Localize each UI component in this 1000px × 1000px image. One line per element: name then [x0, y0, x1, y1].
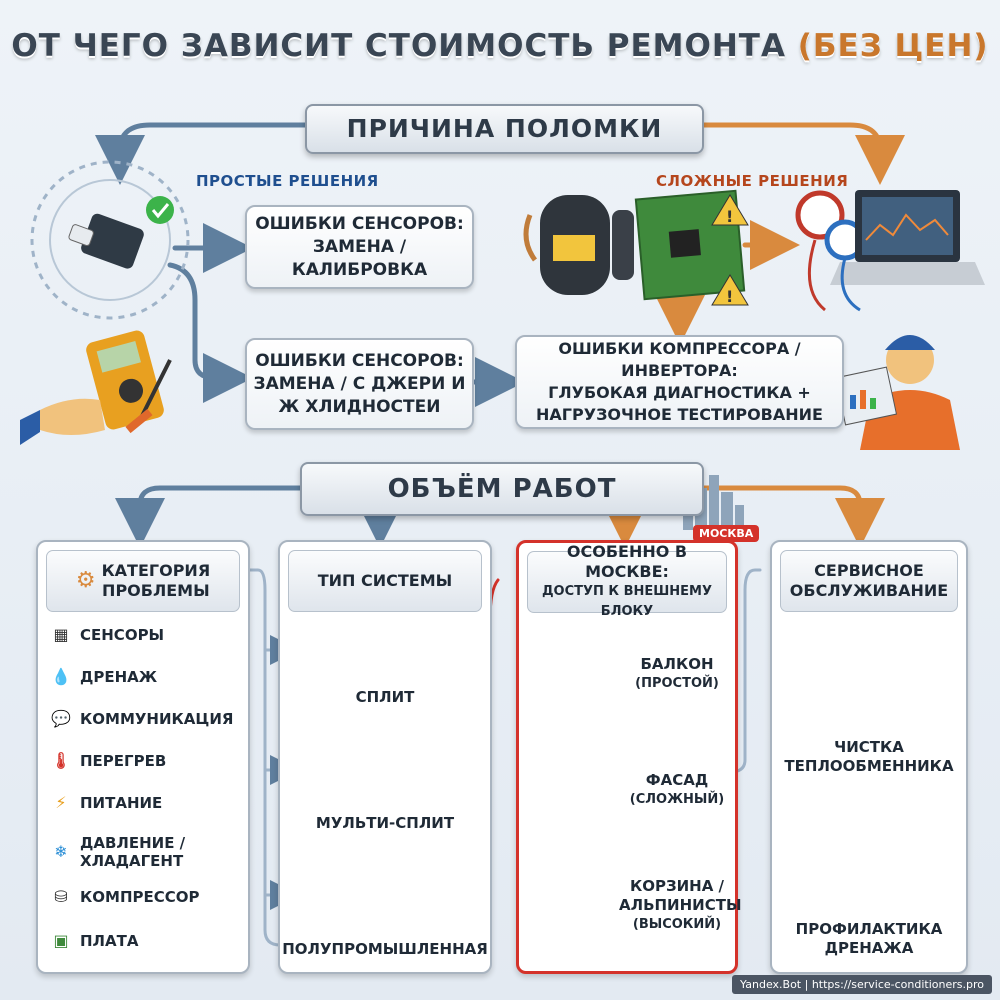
- water-drop-icon: 💧: [51, 667, 71, 686]
- gear-warning-icon: ⚙: [75, 568, 96, 593]
- board-icon: ▣: [53, 931, 69, 950]
- compressor-icon: ⛁: [54, 887, 68, 906]
- arrow-to-col4: [697, 485, 885, 548]
- sensor-errors-box-1: ОШИБКИ СЕНСОРОВ: ЗАМЕНА / КАЛИБРОВКА: [245, 205, 474, 289]
- page-title: ОТ ЧЕГО ЗАВИСИТ СТОИМОСТЬ РЕМОНТА (БЕЗ Ц…: [0, 28, 1000, 64]
- svg-text:!: !: [726, 287, 733, 306]
- box3-line3: НАГРУЗОЧНОЕ ТЕСТИРОВАНИЕ: [536, 405, 823, 424]
- multimeter-illustration: [20, 330, 172, 445]
- drain-maintenance-label: ПРОФИЛАКТИКА ДРЕНАЖА: [795, 920, 943, 957]
- footer-credit: Yandex.Bot | https://service-conditioner…: [732, 975, 992, 994]
- arrow-to-box2: [167, 262, 253, 403]
- arrow-to-complex: [697, 122, 905, 185]
- top-connectors: [95, 122, 905, 407]
- category-item-power: ⚡ ПИТАНИЕ: [50, 788, 162, 818]
- column-outdoor-access: ОСОБЕННО В МОСКВЕ: ДОСТУП К ВНЕШНЕМУ БЛО…: [516, 540, 742, 974]
- box1-line2: ЗАМЕНА / КАЛИБРОВКА: [291, 236, 428, 280]
- box2-line3: Ж ХЛИДНОСТЕИ: [278, 396, 441, 417]
- col3-head-line1: ОСОБЕННО В МОСКВЕ:: [566, 542, 688, 581]
- simple-solutions-label: ПРОСТЫЕ РЕШЕНИЯ: [196, 172, 379, 190]
- chat-icon: 💬: [51, 709, 71, 728]
- section-scope-title: ОБЪЁМ РАБОТ: [300, 462, 704, 516]
- basket-label: КОРЗИНА / АЛЬПИНИСТЫ (ВЫСОКИЙ): [619, 877, 742, 932]
- category-item-communication: 💬 КОММУНИКАЦИЯ: [51, 709, 234, 729]
- arrow-to-col1: [115, 485, 303, 548]
- compressor-illustration: [523, 195, 634, 295]
- category-item-compressor: ⛁ КОМПРЕССОР: [50, 882, 199, 912]
- col2-header: ТИП СИСТЕМЫ: [288, 550, 482, 612]
- col1-header: ⚙ КАТЕГОРИЯ ПРОБЛЕМЫ: [46, 550, 240, 612]
- thermometer-icon: 🌡: [50, 751, 72, 770]
- sensor-illustration: [30, 160, 190, 320]
- compressor-errors-box: ОШИБКИ КОМПРЕССОРА / ИНВЕРТОРА: ГЛУБОКАЯ…: [515, 335, 844, 429]
- board-illustration: ! !: [634, 189, 749, 306]
- chip-icon: ▦: [53, 625, 69, 644]
- split-label: СПЛИТ: [355, 688, 415, 706]
- sensor-errors-box-2: ОШИБКИ СЕНСОРОВ: ЗАМЕНА / С ДЖЕРИ И Ж ХЛ…: [245, 338, 474, 430]
- col1-head-line1: КАТЕГОРИЯ: [101, 561, 211, 580]
- col3-head-line2: ДОСТУП К ВНЕШНЕМУ БЛОКУ: [541, 584, 713, 619]
- heat-exchanger-cleaning-label: ЧИСТКА ТЕПЛООБМЕННИКА: [784, 738, 954, 775]
- snowflake-thermometer-icon: ❄: [54, 842, 68, 861]
- category-item-board: ▣ ПЛАТА: [50, 926, 138, 956]
- column-service: СЕРВИСНОЕ ОБСЛУЖИВАНИЕ ЧИСТКА ТЕПЛООБМЕН…: [770, 540, 968, 974]
- col4-head-line1: СЕРВИСНОЕ: [814, 561, 924, 580]
- box3-line1: ОШИБКИ КОМПРЕССОРА / ИНВЕРТОРА:: [558, 339, 801, 380]
- column-problem-category: ⚙ КАТЕГОРИЯ ПРОБЛЕМЫ ▦ СЕНСОРЫ 💧 ДРЕНАЖ …: [36, 540, 250, 974]
- box1-line1: ОШИБКИ СЕНСОРОВ:: [255, 213, 464, 234]
- box2-line2: ЗАМЕНА / С ДЖЕРИ И: [253, 373, 466, 394]
- complex-solutions-label: СЛОЖНЫЕ РЕШЕНИЯ: [656, 172, 849, 190]
- column-system-type: ТИП СИСТЕМЫ СПЛИТ МУЛЬТИ-СПЛИТ ПОЛУПРОМЫ…: [278, 540, 492, 974]
- col4-head-line2: ОБСЛУЖИВАНИЕ: [789, 581, 949, 600]
- facade-label: ФАСАД (СЛОЖНЫЙ): [629, 771, 725, 807]
- category-item-sensors: ▦ СЕНСОРЫ: [50, 620, 164, 650]
- svg-text:!: !: [726, 207, 733, 226]
- moscow-badge: МОСКВА: [693, 525, 760, 542]
- arrow-to-simple: [95, 122, 308, 185]
- title-accent: (БЕЗ ЦЕН): [797, 28, 989, 64]
- balcony-label: БАЛКОН (ПРОСТОЙ): [635, 655, 719, 691]
- col3-header: ОСОБЕННО В МОСКВЕ: ДОСТУП К ВНЕШНЕМУ БЛО…: [527, 542, 727, 619]
- col1-head-line2: ПРОБЛЕМЫ: [102, 581, 210, 600]
- col4-header: СЕРВИСНОЕ ОБСЛУЖИВАНИЕ: [780, 550, 958, 612]
- category-item-drainage: 💧 ДРЕНАЖ: [51, 667, 158, 687]
- multi-split-label: МУЛЬТИ-СПЛИТ: [315, 814, 455, 832]
- gauges-laptop-illustration: [795, 190, 985, 312]
- lightning-icon: ⚡: [55, 793, 67, 812]
- box2-line1: ОШИБКИ СЕНСОРОВ:: [255, 350, 464, 371]
- box3-line2: ГЛУБОКАЯ ДИАГНОСТИКА +: [548, 383, 811, 402]
- section-cause-title: ПРИЧИНА ПОЛОМКИ: [305, 104, 704, 154]
- category-item-pressure: ❄ ДАВЛЕНИЕ /ХЛАДАГЕНТ: [50, 830, 185, 874]
- category-item-overheat: 🌡 ПЕРЕГРЕВ: [50, 751, 167, 771]
- technician-tablet-illustration: [834, 335, 960, 450]
- semi-industrial-label: ПОЛУПРОМЫШЛЕННАЯ: [282, 940, 488, 958]
- title-main: ОТ ЧЕГО ЗАВИСИТ СТОИМОСТЬ РЕМОНТА: [11, 28, 786, 64]
